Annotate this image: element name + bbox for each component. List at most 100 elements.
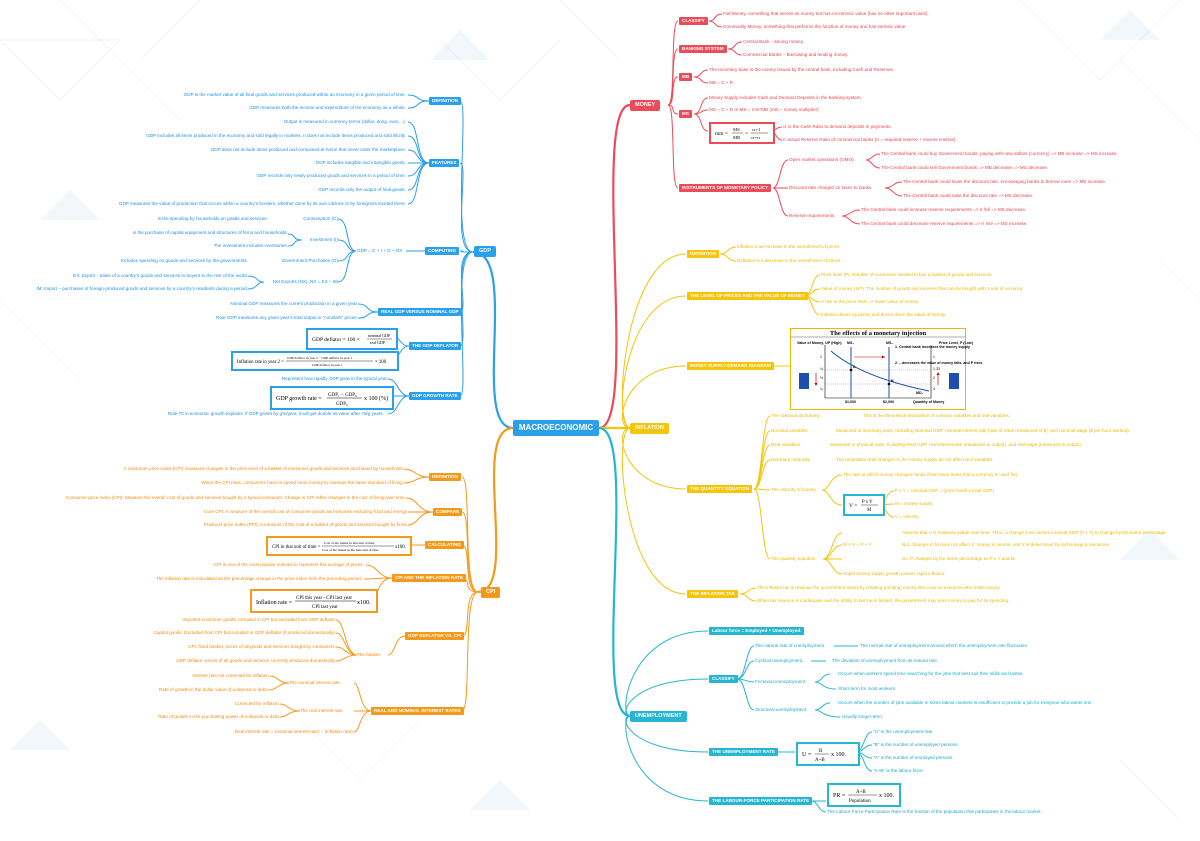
- inflation-tax-node[interactable]: THE INFLATION TAX: [687, 590, 738, 598]
- inflation-quantity-node[interactable]: THE QUANTITY EQUATION: [687, 485, 753, 493]
- svg-text:GDP growth rate =: GDP growth rate =: [276, 396, 322, 402]
- cpi-compare-item: Consumer price index (CPI): Measure the …: [65, 495, 406, 500]
- money-instruments-node[interactable]: INSTRUMENTS OF MONETARY POLICY: [679, 184, 772, 192]
- inflation-qeq-formula: M × V = P × Y: [843, 542, 872, 547]
- money-banking-node[interactable]: BANKING SYSTEM: [679, 45, 727, 53]
- cpi-deflator-item: CPI: fixed basket; prices of all goods a…: [188, 644, 336, 649]
- money-ms-node[interactable]: MS: [679, 110, 692, 118]
- inflation-velocity-item: P x Y = nominal GDP = (price level) x (r…: [895, 488, 994, 493]
- gdp-definition-node[interactable]: DEFINITION: [429, 97, 462, 105]
- unemployment-structural-item: Occurs when the number of jobs available…: [838, 700, 1093, 705]
- gdp-computing-node[interactable]: COMPUTING: [425, 247, 460, 255]
- cpi-inflation-item: CPI is one of the most popular indexes t…: [213, 562, 364, 567]
- svg-text:x 100.: x 100.: [879, 793, 895, 799]
- inflation-year2-equation: Inflation rate in year 2 = GDP deflator …: [237, 356, 387, 367]
- gdp-features-node[interactable]: FEATURES: [429, 159, 460, 167]
- unemployment-rate-item: "B" is the number of unemployed persons.: [873, 742, 959, 747]
- money-discount-item: The Central bank could raise the discoun…: [903, 193, 1034, 198]
- inflation-qeq-item: Rapid money supply growth causes rapid i…: [843, 571, 946, 576]
- svg-text:cr+rr: cr+rr: [751, 135, 761, 140]
- svg-text:x 100.: x 100.: [831, 752, 847, 758]
- money-classify-node[interactable]: CLASSIFY: [679, 17, 708, 25]
- diagram-point-a: A: [853, 365, 856, 369]
- branch-gdp[interactable]: GDP: [474, 246, 496, 257]
- money-discount: Discount rate charged on loans to banks.: [789, 185, 873, 190]
- unemployment-cyclical-desc: The deviation of unemployment from its n…: [832, 658, 939, 663]
- diagram-price-tick: 1: [933, 355, 935, 359]
- gdp-feature-item: GDP does not include items produced and …: [210, 147, 406, 152]
- gdp-feature-item: GDP measures the value of production tha…: [118, 201, 406, 206]
- gdp-growth-node[interactable]: GDP GROWTH RATE: [409, 392, 461, 400]
- money-banking-item: Commercial Banks – Borrowing and lending…: [743, 52, 849, 57]
- inflation-diagram-node[interactable]: MONEY SUPPLY-DEMAND DIAGRAM: [687, 362, 774, 370]
- diagram-md-label: MD₁: [916, 391, 924, 395]
- cpi-deflator-item: Imported consumer goods: Included in CPI…: [182, 617, 336, 622]
- gdp-feature-item: GDP includes tangible and intangible goo…: [315, 160, 406, 165]
- money-mb-item: The monetary base is the money issued by…: [709, 67, 895, 72]
- gdp-growth-equation: GDP growth rate = GDP₁ − GDP₀ GDP₀ x 100…: [276, 393, 390, 407]
- cpi-real-item: Corrected for inflation.: [234, 701, 280, 706]
- cpi-inflation-node[interactable]: CPI AND THE INFLATION RATE: [392, 574, 467, 582]
- unemployment-rate-item: "U" is the unemployment rate.: [873, 729, 934, 734]
- money-rr-desc: rr actual Reserve Ratio of commercial ba…: [783, 137, 957, 142]
- svg-text:× 100: × 100: [375, 360, 387, 365]
- unemployment-structural-item: Usually longer-term.: [842, 714, 884, 719]
- inflation-definition-item: Inflation is an increase in the overall …: [737, 244, 841, 249]
- gdp-investment-desc: is the purchase of capital equipment and…: [132, 230, 288, 235]
- svg-text:CPI last year: CPI last year: [312, 605, 338, 610]
- svg-text:GDP deflator in year 1: GDP deflator in year 1: [312, 363, 343, 367]
- cpi-definition-node[interactable]: DEFINITION: [429, 473, 462, 481]
- svg-text:cr+1: cr+1: [752, 127, 761, 132]
- unemployment-labour-force[interactable]: Labour force = Employed + Unemployed.: [709, 627, 805, 635]
- svg-text:B: B: [819, 749, 823, 754]
- unemployment-rate-node[interactable]: THE UNEMPLOYMENT RATE: [709, 748, 778, 756]
- svg-text:GDP deflator = 100 ×: GDP deflator = 100 ×: [312, 336, 360, 343]
- branch-inflation[interactable]: INFLATION: [630, 423, 669, 434]
- gdp-real-vs-nominal-node[interactable]: REAL GDP VERSUS NOMINAL GDP: [378, 308, 462, 316]
- inflation-definition-node[interactable]: DEFINITION: [687, 250, 720, 258]
- money-mb-node[interactable]: MB: [679, 73, 693, 81]
- gdp-deflator-formula: GDP deflator = 100 × nominal GDP real GD…: [306, 328, 398, 350]
- gdp-deflator-node[interactable]: THE GDP DEFLATOR: [409, 342, 462, 350]
- inflation-velocity-item: M = money supply.: [895, 501, 934, 506]
- inflation-qeq-item: So, P changes by the same percentage as …: [902, 556, 1016, 561]
- diagram-result-label: 2. ...decreases the value of money falls…: [895, 361, 983, 365]
- cpi-calculating-node[interactable]: CALCULATING: [425, 541, 464, 549]
- money-classify-item: Commodity Money: something that performs…: [723, 24, 907, 29]
- unemployment-cyclical: Cyclical unemployment.: [755, 658, 804, 663]
- inflation-level-node[interactable]: THE LEVEL OF PRICES AND THE VALUE OF MON…: [687, 292, 809, 300]
- cpi-calc-equation: CPI in that unit of time = Cost of the b…: [272, 541, 406, 552]
- branch-cpi[interactable]: CPI: [481, 587, 501, 598]
- money-ms-item: MS = C + D or MS = mm*MB (mm – money mul…: [709, 107, 819, 112]
- unemployment-classify-node[interactable]: CLASSIFY: [709, 675, 738, 683]
- participation-desc: The Labour Force Participation Rate is t…: [827, 809, 1042, 814]
- gdp-government-desc: Includes spending on goods and services …: [120, 258, 248, 263]
- cpi-deflator-vs-node[interactable]: GDP DEFLATOR VS. CPI: [405, 632, 465, 640]
- branch-unemployment[interactable]: UNEMPLOYMENT: [630, 711, 687, 722]
- participation-rate-node[interactable]: THE LABOUR-FORCE PARTICIPATION RATE: [709, 797, 813, 805]
- cpi-real-nominal-node[interactable]: REAL AND NOMINAL INTEREST RATES: [371, 707, 464, 715]
- branch-money[interactable]: MONEY: [630, 100, 661, 111]
- gdp-definition-item: GDP is the market value of all final goo…: [183, 92, 406, 97]
- inflation-velocity-item: The rate at which money changes hands (h…: [843, 472, 1019, 477]
- gdp-growth-formula: GDP growth rate = GDP₁ − GDP₀ GDP₀ x 100…: [270, 386, 394, 410]
- money-multiplier-equation: mm = MS MB = cr+1 cr+rr: [715, 127, 768, 140]
- root-node[interactable]: MACROECONOMIC: [513, 420, 599, 436]
- svg-text:MB: MB: [733, 135, 740, 140]
- inflation-neutrality: Monetary neutrality.: [771, 457, 811, 462]
- cpi-real-interest-eq: Real interest rate = (nominal interest r…: [234, 729, 354, 734]
- cpi-compare-node[interactable]: COMPARE: [433, 508, 463, 516]
- cpi-definition-item: A consumer price index (CPI) measures ch…: [123, 466, 404, 471]
- cpi-nominal-rate: The nominal interest rate.: [289, 680, 342, 685]
- money-supply-demand-diagram: The effects of a monetary injection Valu…: [790, 328, 982, 410]
- svg-text:=: =: [745, 131, 748, 137]
- cpi-real-item: Rate of growth in the purchasing power o…: [158, 714, 280, 719]
- velocity-equation: V = P x Y M: [849, 500, 878, 513]
- svg-text:CPI in that unit of time =: CPI in that unit of time =: [272, 545, 321, 550]
- gdp-real-nominal-item: Real GDP measures any given year’s total…: [216, 315, 358, 320]
- gdp-feature-item: GDP includes all items produced in the e…: [146, 133, 406, 138]
- money-multiplier-formula: mm = MS MB = cr+1 cr+rr: [709, 122, 775, 144]
- inflation-definition-item: Deflation is a decrease in the overall l…: [737, 258, 842, 263]
- svg-text:P x Y: P x Y: [862, 500, 873, 505]
- svg-text:Inflation rate in year 2 =: Inflation rate in year 2 =: [237, 360, 284, 365]
